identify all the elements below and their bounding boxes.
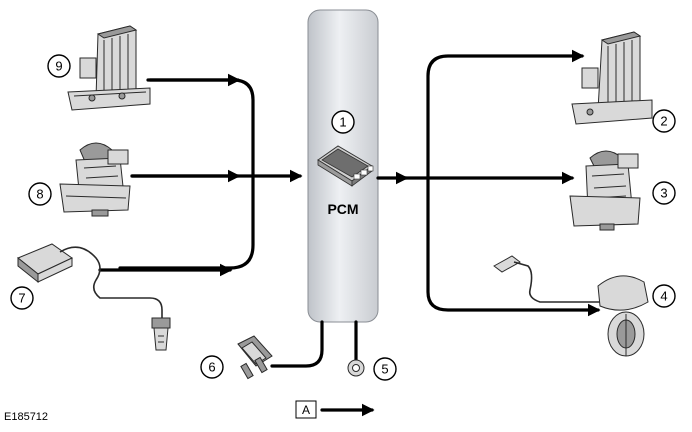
component-2-pump xyxy=(571,31,653,125)
component-5-ground xyxy=(347,359,365,377)
wire-from-9 xyxy=(118,78,255,270)
figure-id: E185712 xyxy=(4,411,48,423)
pcm-chip-icon xyxy=(317,145,374,187)
svg-text:A: A xyxy=(302,403,310,417)
svg-text:8: 8 xyxy=(36,187,43,202)
legend-a: A xyxy=(295,400,375,419)
svg-text:9: 9 xyxy=(55,59,62,74)
component-4-throttle xyxy=(493,255,649,357)
callout-2: 2 xyxy=(652,109,676,133)
svg-text:3: 3 xyxy=(660,186,667,201)
svg-text:6: 6 xyxy=(208,360,215,375)
svg-text:7: 7 xyxy=(18,291,25,306)
wire-to-2 xyxy=(426,49,585,180)
callout-5: 5 xyxy=(373,357,397,381)
svg-text:5: 5 xyxy=(381,362,388,377)
callout-6: 6 xyxy=(200,355,224,379)
svg-text:1: 1 xyxy=(339,115,346,130)
wire-to-6 xyxy=(270,320,324,368)
svg-text:2: 2 xyxy=(660,114,667,129)
pcm-label: PCM xyxy=(327,201,358,217)
svg-text:4: 4 xyxy=(660,289,667,304)
component-8-valve xyxy=(59,142,131,217)
callout-4: 4 xyxy=(652,284,676,308)
callout-8: 8 xyxy=(28,182,52,206)
component-7-sensor xyxy=(17,243,171,351)
callout-9: 9 xyxy=(47,54,71,78)
component-6-fuse xyxy=(237,335,273,380)
callout-7: 7 xyxy=(10,286,34,310)
callout-3: 3 xyxy=(652,181,676,205)
wire-to-4 xyxy=(426,176,601,317)
callout-1: 1 xyxy=(331,110,355,134)
component-3-valve xyxy=(569,150,641,231)
component-9-pump xyxy=(67,25,151,111)
